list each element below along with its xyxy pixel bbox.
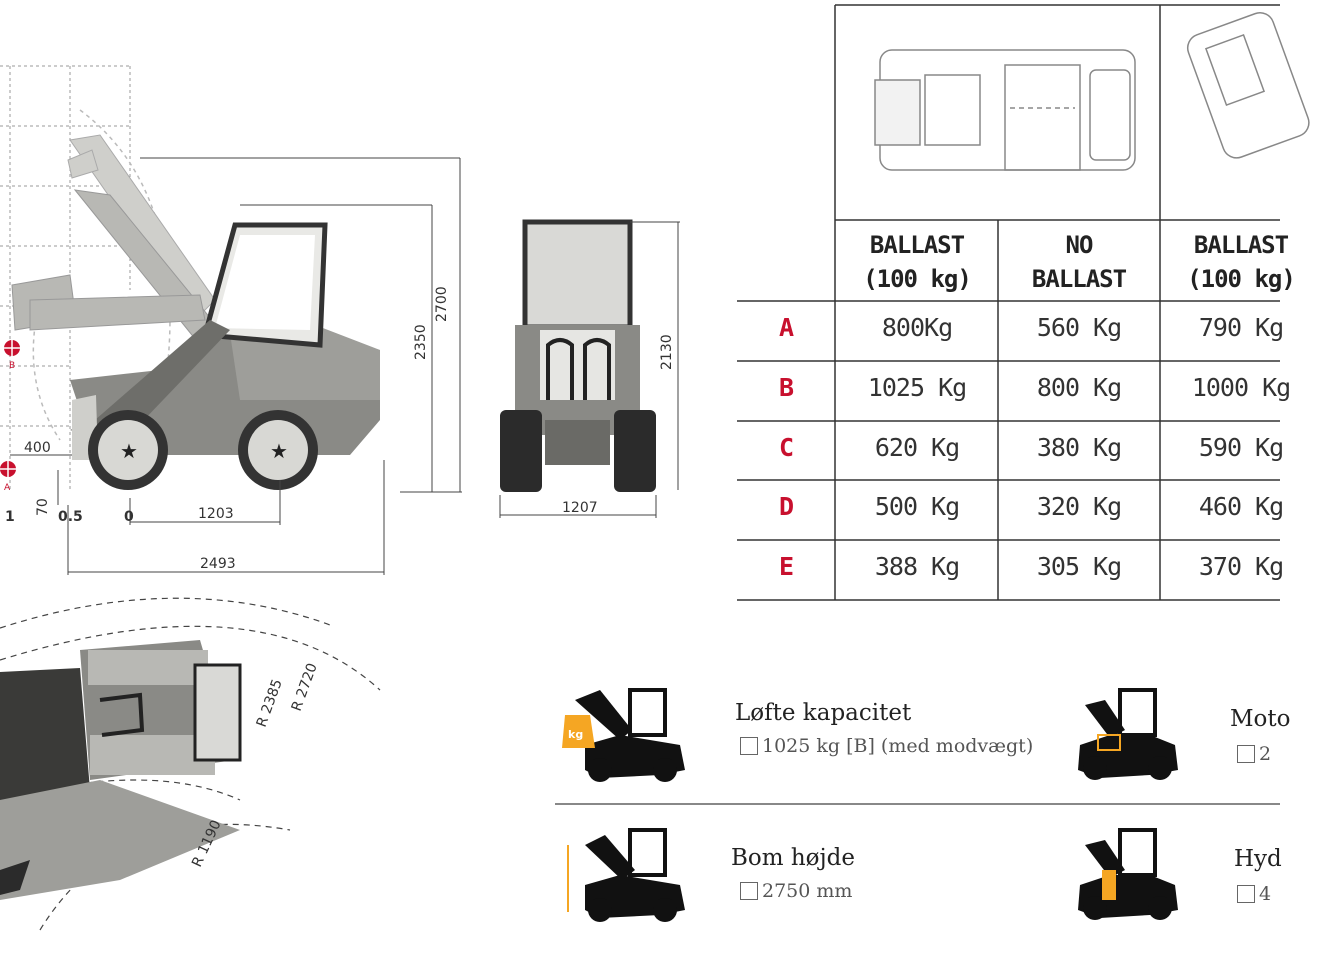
table-cell: 380 Kg bbox=[1036, 433, 1122, 462]
feature-title: Moto bbox=[1230, 706, 1291, 732]
table-cell: 800Kg bbox=[881, 313, 953, 342]
tick-0: 0 bbox=[124, 509, 134, 525]
turning-radius-view bbox=[0, 597, 381, 931]
feature-title: Bom højde bbox=[731, 845, 855, 871]
feature-value: 4 bbox=[1237, 883, 1271, 905]
loader-arm-mid bbox=[11, 189, 221, 346]
table-cell: 1000 Kg bbox=[1191, 373, 1291, 402]
table-cell: 320 Kg bbox=[1036, 492, 1122, 521]
row-label: D bbox=[778, 492, 794, 521]
feature-value-text: 2 bbox=[1259, 743, 1272, 765]
svg-text:★: ★ bbox=[270, 439, 288, 463]
svg-text:★: ★ bbox=[120, 439, 138, 463]
row-label: E bbox=[778, 552, 794, 581]
checkbox-icon bbox=[740, 737, 758, 755]
header-col-ballast: BALLAST (100 kg) bbox=[836, 228, 998, 296]
table-cell: 460 Kg bbox=[1198, 492, 1284, 521]
dim-1203: 1203 bbox=[198, 506, 234, 522]
dim-1207: 1207 bbox=[562, 500, 598, 516]
lift-capacity-icon: kg bbox=[562, 688, 685, 782]
dim-2350: 2350 bbox=[413, 324, 429, 360]
header-col-ballast-line2: (100 kg) bbox=[863, 265, 972, 293]
radius-2720: R 2720 bbox=[289, 661, 321, 713]
table-cell: 1025 Kg bbox=[867, 373, 967, 402]
table-cell: 620 Kg bbox=[874, 433, 960, 462]
row-label: A bbox=[778, 313, 794, 342]
feature-title: Hyd bbox=[1234, 846, 1282, 872]
loader-side-view: ★ ★ bbox=[70, 222, 380, 490]
load-point-marker-b bbox=[4, 340, 20, 356]
feature-value-text: 2750 mm bbox=[762, 880, 853, 902]
row-label: C bbox=[778, 433, 794, 462]
header-col-ballast-2: BALLAST (100 kg) bbox=[1160, 228, 1322, 296]
feature-value-text: 4 bbox=[1259, 883, 1272, 905]
header-col-no-ballast: NO BALLAST bbox=[998, 228, 1160, 296]
table-cell: 800 Kg bbox=[1036, 373, 1122, 402]
feature-value-text: 1025 kg [B] (med modvægt) bbox=[762, 735, 1034, 757]
checkbox-icon bbox=[1237, 885, 1255, 903]
load-point-marker-a bbox=[0, 461, 16, 477]
tick-1: 1 bbox=[5, 509, 15, 525]
feature-value: 1025 kg [B] (med modvægt) bbox=[740, 735, 1033, 757]
feature-value: 2750 mm bbox=[740, 880, 852, 902]
row-label: B bbox=[778, 373, 794, 402]
dim-2700: 2700 bbox=[434, 286, 450, 322]
point-label-b: B bbox=[9, 361, 15, 371]
technical-drawing: ★ ★ 2700 2350 400 70 1203 2493 bbox=[0, 4, 1310, 931]
header-col-ballast-2-line1: BALLAST bbox=[1193, 231, 1289, 259]
checkbox-icon bbox=[740, 882, 758, 900]
dim-400: 400 bbox=[24, 440, 51, 456]
header-col-ballast-2-line2: (100 kg) bbox=[1187, 265, 1296, 293]
feature-value: 2 bbox=[1237, 743, 1271, 765]
header-col-no-ballast-line2: BALLAST bbox=[1031, 265, 1127, 293]
table-cell: 790 Kg bbox=[1198, 313, 1284, 342]
table-cell: 590 Kg bbox=[1198, 433, 1284, 462]
table-header-machine-top-view bbox=[874, 49, 1136, 171]
checkbox-icon bbox=[1237, 745, 1255, 763]
dim-2130: 2130 bbox=[659, 334, 675, 370]
dim-2493: 2493 bbox=[200, 556, 236, 572]
table-cell: 305 Kg bbox=[1036, 552, 1122, 581]
table-cell: 500 Kg bbox=[874, 492, 960, 521]
feature-title: Løfte kapacitet bbox=[735, 700, 912, 726]
radius-2385: R 2385 bbox=[254, 677, 286, 729]
table-header-machine-angled-view bbox=[1186, 12, 1310, 159]
boom-height-icon bbox=[567, 828, 685, 922]
loader-front-view bbox=[500, 219, 656, 492]
table-cell: 560 Kg bbox=[1036, 313, 1122, 342]
dimension-lines bbox=[10, 157, 462, 575]
load-table-grid bbox=[737, 4, 1280, 601]
svg-text:kg: kg bbox=[568, 728, 583, 741]
point-label-a: A bbox=[4, 483, 11, 493]
header-col-ballast-line1: BALLAST bbox=[869, 231, 965, 259]
engine-icon bbox=[1078, 688, 1178, 780]
loader-arm-raised bbox=[67, 134, 216, 321]
header-col-no-ballast-line1: NO bbox=[1065, 231, 1094, 259]
table-cell: 388 Kg bbox=[874, 552, 960, 581]
hydraulic-icon bbox=[1078, 828, 1178, 920]
tick-0-5: 0.5 bbox=[58, 509, 83, 525]
table-cell: 370 Kg bbox=[1198, 552, 1284, 581]
dim-70: 70 bbox=[35, 498, 51, 516]
